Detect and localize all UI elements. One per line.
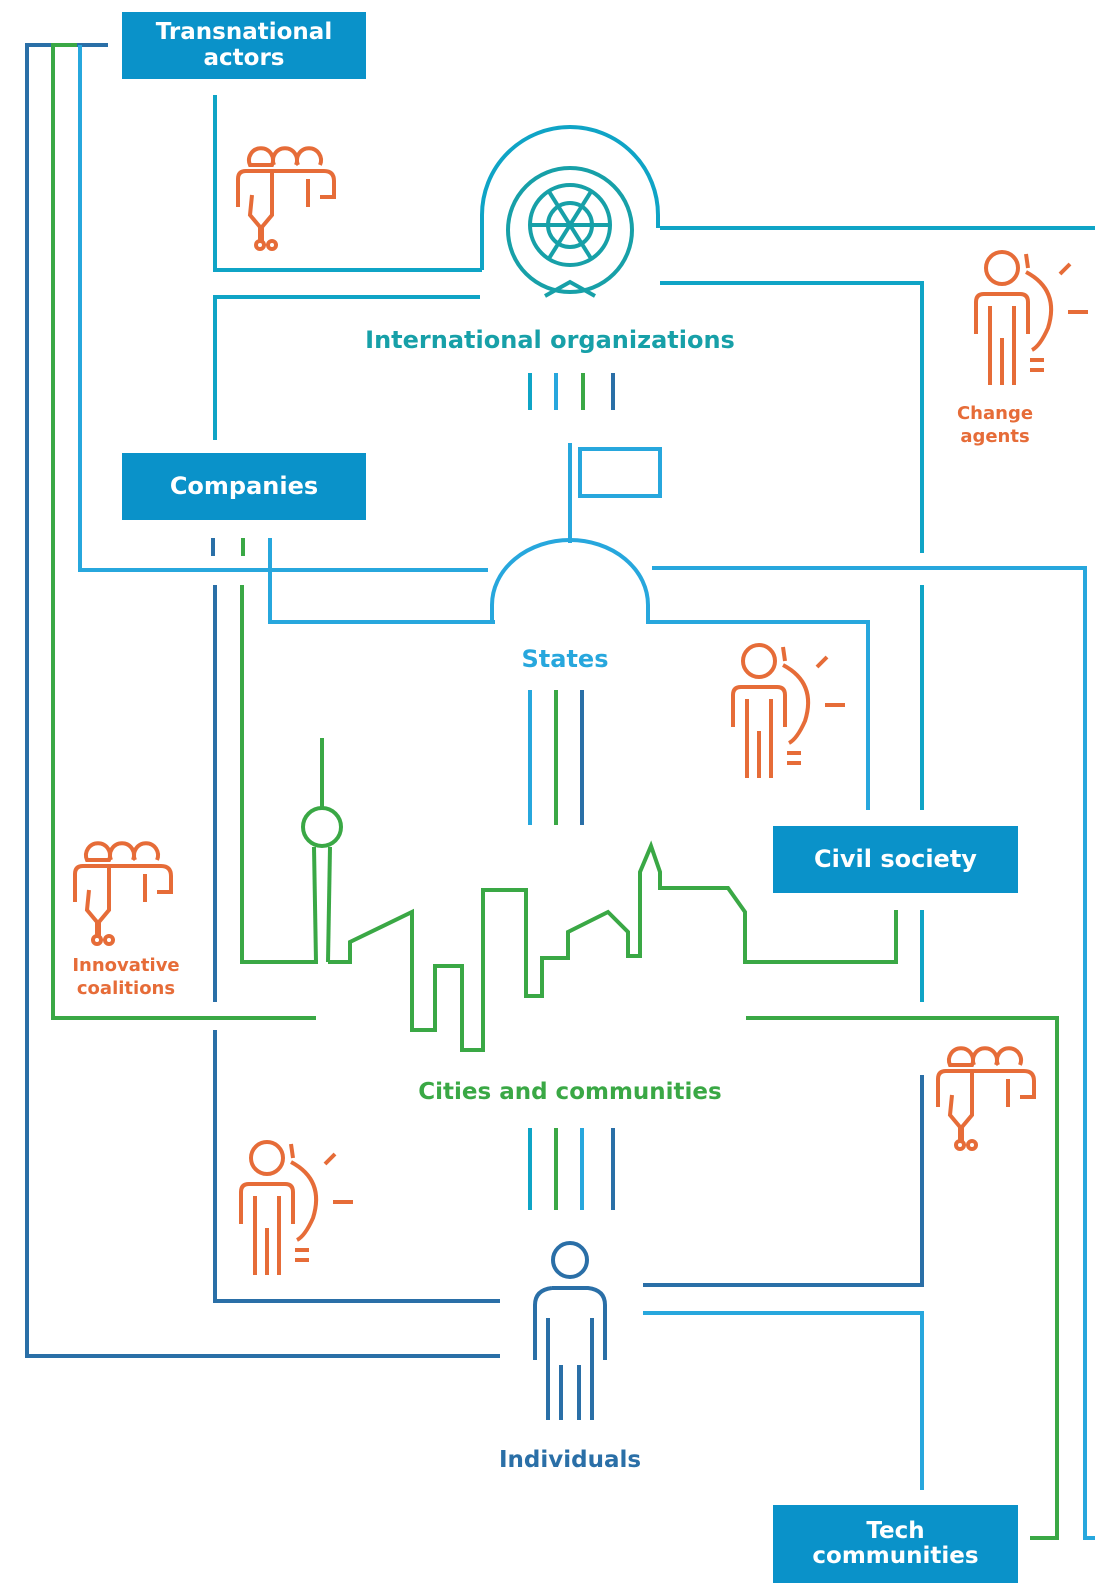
group-icon	[73, 841, 173, 946]
individuals-connections	[25, 43, 924, 1358]
transnational-actors-box: Transnational actors	[122, 12, 366, 79]
civil-society-box: Civil society	[773, 826, 1018, 893]
change-agents-label: Change agents	[956, 403, 1034, 448]
states-label: States	[521, 645, 609, 673]
individuals-label: Individuals	[498, 1447, 642, 1473]
tv-tower-icon	[301, 738, 343, 963]
cities-and-communities-label: Cities and communities	[418, 1079, 722, 1105]
change-agent-icon	[731, 643, 847, 780]
person-icon	[533, 1241, 607, 1420]
international-connections	[213, 95, 1095, 1210]
innovative-coalitions-label: Innovative coalitions	[72, 955, 180, 1000]
parliament-dome-icon	[490, 443, 662, 622]
group-icon	[236, 146, 336, 251]
companies-box: Companies	[122, 453, 366, 520]
change-agent-icon	[974, 250, 1088, 385]
globe-emblem-icon	[480, 125, 660, 298]
states-connections	[78, 45, 1095, 1540]
change-agent-icon	[239, 1140, 355, 1277]
tech-communities-box: Tech communities	[773, 1505, 1018, 1583]
cities-connections	[51, 43, 1059, 1540]
city-skyline-icon	[328, 840, 898, 1052]
group-icon	[936, 1046, 1036, 1151]
international-organizations-label: International organizations	[365, 326, 735, 354]
